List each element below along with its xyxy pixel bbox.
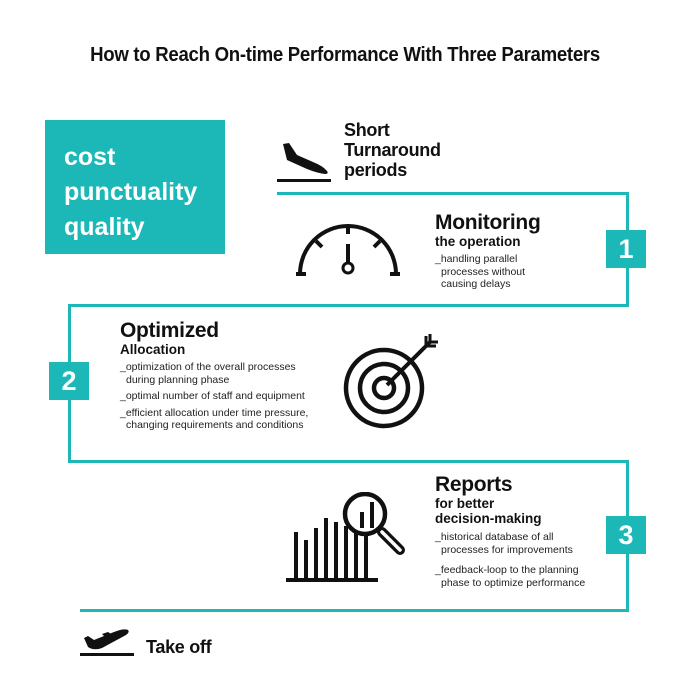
bullet-line: _feedback-loop to the planning xyxy=(435,564,579,576)
step-1-bullet: _handling parallel processes without cau… xyxy=(435,253,540,291)
step-1-subtitle: the operation xyxy=(435,234,521,249)
step-3-text: Reports for better decision-making _hist… xyxy=(435,474,585,589)
step-3-subtitle: for better xyxy=(435,496,495,511)
bar-chart-magnifier-icon xyxy=(286,492,412,584)
parameter-punctuality: punctuality xyxy=(64,178,198,206)
parameter-cost: cost xyxy=(64,143,116,171)
step-2-text: Optimized Allocation _optimization of th… xyxy=(120,320,308,432)
path-line xyxy=(80,609,629,612)
start-line-3: periods xyxy=(344,160,407,180)
bullet-line: causing delays xyxy=(441,278,511,290)
step-2-subtitle: Allocation xyxy=(120,342,186,357)
bullet-line: during planning phase xyxy=(126,373,230,386)
start-label: Short Turnaround periods xyxy=(344,120,441,180)
parameter-quality: quality xyxy=(64,213,145,241)
step-3-bullet: _historical database of all processes fo… xyxy=(435,531,585,556)
step-3-bullet: _feedback-loop to the planning phase to … xyxy=(435,564,585,589)
step-2-badge: 2 xyxy=(49,362,89,400)
target-arrow-icon xyxy=(342,332,442,432)
step-3-badge: 3 xyxy=(606,516,646,554)
step-3-subtitle: decision-making xyxy=(435,511,542,526)
bullet-line: _optimal number of staff and equipment xyxy=(120,390,305,402)
step-2-bullet: _optimization of the overall processes d… xyxy=(120,361,308,386)
bullet-line: phase to optimize performance xyxy=(441,576,586,589)
start-line-1: Short xyxy=(344,120,390,140)
page-title: How to Reach On-time Performance With Th… xyxy=(90,44,600,66)
step-1-text: Monitoring the operation _handling paral… xyxy=(435,211,541,291)
bullet-line: changing requirements and conditions xyxy=(126,419,304,431)
airplane-takeoff-icon xyxy=(80,622,136,658)
bullet-line: _historical database of all xyxy=(435,531,554,543)
bullet-line: _optimization of the overall processes xyxy=(120,361,296,373)
step-1-badge: 1 xyxy=(606,230,646,268)
speedometer-gauge-icon xyxy=(294,222,402,278)
step-3-title: Reports xyxy=(435,473,513,496)
step-1-title: Monitoring xyxy=(435,211,541,234)
parameters-box: cost punctuality quality xyxy=(45,120,225,254)
path-line xyxy=(277,192,628,195)
path-line xyxy=(68,460,629,463)
start-line-2: Turnaround xyxy=(344,140,441,160)
step-2-bullet: _optimal number of staff and equipment xyxy=(120,390,308,403)
step-2-title: Optimized xyxy=(120,319,219,342)
bullet-line: processes for improvements xyxy=(441,543,573,556)
bullet-line: processes without xyxy=(441,265,526,278)
end-label: Take off xyxy=(146,637,212,657)
bullet-line: _handling parallel xyxy=(435,253,518,265)
path-line xyxy=(68,304,629,307)
bullet-line: _efficient allocation under time pressur… xyxy=(120,406,309,419)
airplane-landing-icon xyxy=(277,140,333,184)
step-2-bullet: _efficient allocation under time pressur… xyxy=(120,407,308,432)
